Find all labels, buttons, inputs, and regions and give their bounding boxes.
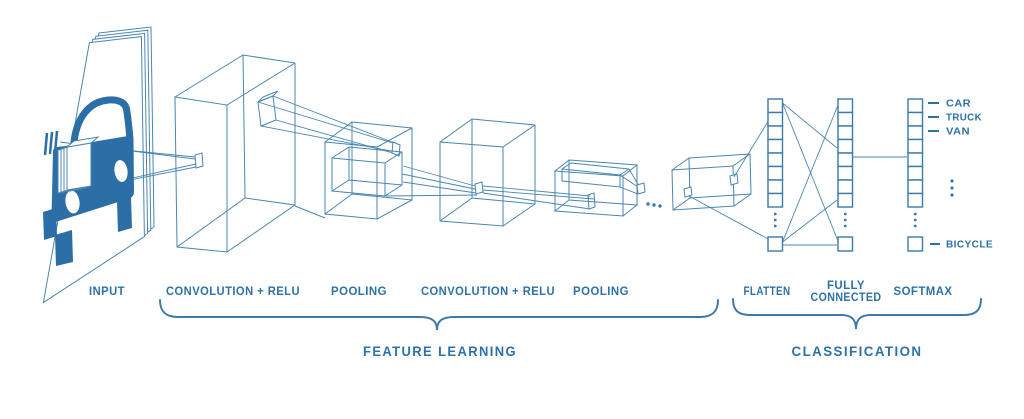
final-feature-box <box>671 106 778 241</box>
unit-square <box>907 165 924 181</box>
conv1-output-slab <box>257 90 401 156</box>
conv2-box <box>439 118 536 227</box>
unit-square <box>767 125 784 141</box>
unit-square <box>837 111 854 127</box>
section-braces: FEATURE LEARNING CLASSIFICATION <box>159 298 982 359</box>
unit-square <box>767 138 784 154</box>
conv2-output-slab <box>482 185 596 210</box>
unit-square <box>837 165 854 181</box>
column-ellipsis-dot <box>913 218 917 222</box>
unit-square <box>837 138 854 154</box>
unit-square <box>907 138 924 154</box>
pooling2-box <box>554 159 646 217</box>
column-ellipsis-dot <box>913 212 917 216</box>
unit-square <box>767 98 784 114</box>
label-pool1: POOLING <box>331 284 387 298</box>
label-conv1: CONVOLUTION + RELU <box>166 284 300 298</box>
unit-square <box>907 98 924 114</box>
feature-learning-brace <box>159 299 719 331</box>
unit-square <box>767 111 784 127</box>
label-flatten: FLATTEN <box>744 284 791 298</box>
ellipsis-dots <box>646 202 662 208</box>
unit-square-last <box>837 236 854 252</box>
class-label-car: CAR <box>946 98 971 110</box>
car-window <box>114 160 128 182</box>
unit-square <box>767 152 784 168</box>
softmax-column <box>907 98 924 252</box>
flatten-source-square <box>729 173 739 186</box>
projection-lines-pool1-to-conv2 <box>385 165 478 197</box>
pooling2-output-square <box>636 182 646 195</box>
fully-connected-column <box>837 98 854 252</box>
pooling1-target-square <box>391 141 401 157</box>
output-classes: CAR TRUCK VAN BICYCLE <box>928 98 993 251</box>
label-softmax: SOFTMAX <box>894 284 953 298</box>
section-label-feature-learning: FEATURE LEARNING <box>363 343 517 359</box>
column-ellipsis-dot <box>843 224 847 228</box>
conv1-box <box>174 54 296 253</box>
receptive-field-patch <box>57 136 100 194</box>
flatten-column <box>767 98 784 252</box>
unit-square <box>837 179 854 195</box>
pooling1-inner-box <box>331 146 403 197</box>
column-ellipsis-dot <box>913 224 917 228</box>
stage-labels: INPUT CONVOLUTION + RELU POOLING CONVOLU… <box>89 278 953 304</box>
flatten-source-square <box>683 186 693 198</box>
unit-square <box>907 152 924 168</box>
section-label-classification: CLASSIFICATION <box>792 343 923 359</box>
unit-square <box>837 152 854 168</box>
class-label-bicycle: BICYCLE <box>946 239 993 251</box>
unit-square <box>907 111 924 127</box>
unit-square <box>907 192 924 208</box>
class-label-truck: TRUCK <box>946 112 982 124</box>
label-fully: FULLY <box>827 278 865 292</box>
class-ellipsis <box>950 179 954 197</box>
car-roof <box>70 96 134 146</box>
label-conv2: CONVOLUTION + RELU <box>421 284 555 298</box>
car-window <box>65 190 80 214</box>
classification-brace <box>732 298 982 330</box>
unit-square <box>907 125 924 141</box>
unit-square <box>767 192 784 208</box>
label-connected: CONNECTED <box>811 290 882 304</box>
label-input: INPUT <box>89 284 125 298</box>
unit-square-last <box>907 236 924 252</box>
conv1-target-square <box>194 152 204 169</box>
conv2-target-square <box>474 181 484 195</box>
unit-square <box>907 179 924 195</box>
fully-connected-links <box>782 102 907 246</box>
column-ellipsis-dot <box>773 212 777 216</box>
car-wheel <box>117 197 132 232</box>
column-ellipsis-dot <box>843 212 847 216</box>
unit-square <box>837 98 854 114</box>
car-wheel <box>55 230 73 266</box>
pooling1-box <box>294 121 413 220</box>
unit-square-last <box>767 236 784 252</box>
class-label-van: VAN <box>946 126 970 138</box>
label-pool2: POOLING <box>573 284 629 298</box>
column-ellipsis-dot <box>773 218 777 222</box>
unit-square <box>767 165 784 181</box>
unit-square <box>837 125 854 141</box>
unit-square <box>767 179 784 195</box>
pooling2-inner-slab <box>561 162 640 195</box>
column-ellipsis-dot <box>843 218 847 222</box>
unit-square <box>837 192 854 208</box>
column-ellipsis-dot <box>773 224 777 228</box>
